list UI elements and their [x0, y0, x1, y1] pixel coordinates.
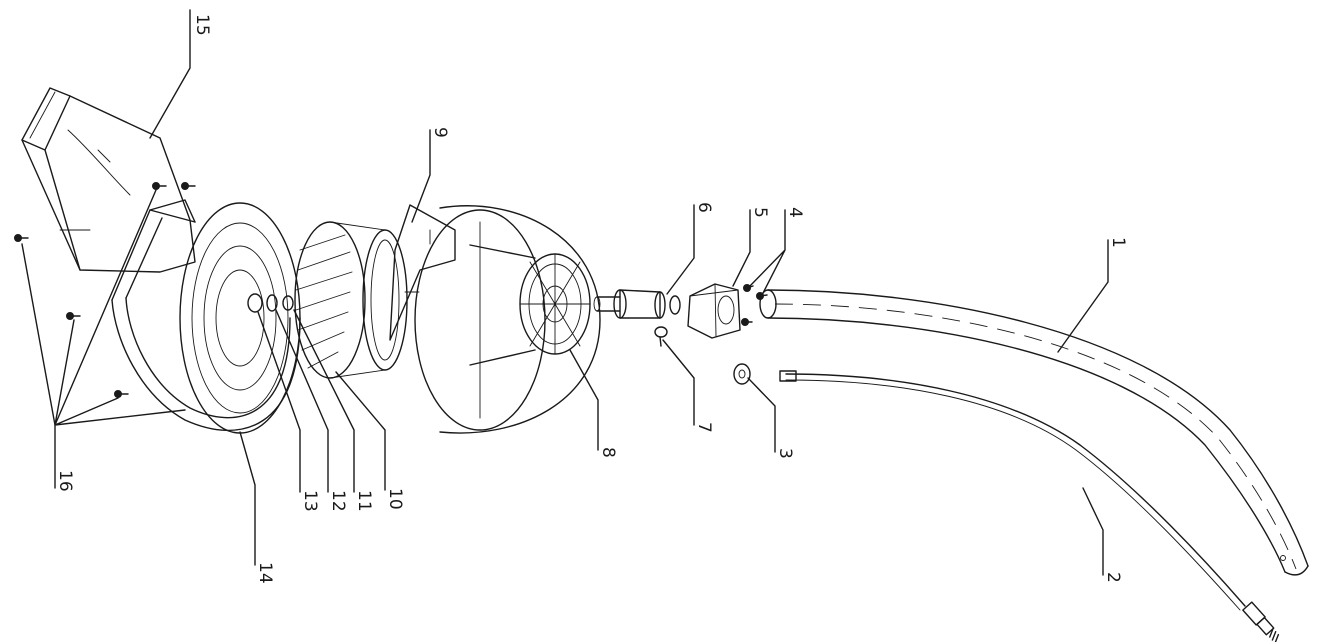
callout-2: 2 [1103, 572, 1123, 583]
part-volute-housing [111, 199, 301, 434]
callout-15: 15 [192, 14, 212, 36]
part-clamp-housing [687, 283, 741, 339]
callout-14: 14 [255, 562, 275, 584]
part-fan-cover [389, 204, 601, 434]
part-nut-washer-spacer [247, 293, 294, 313]
leader-lines [21, 9, 1109, 576]
part-hub [469, 244, 591, 366]
part-washer [733, 363, 751, 385]
callout-9: 9 [430, 127, 450, 138]
callout-labels: 1 2 3 4 5 6 7 8 9 10 11 12 13 14 15 16 [55, 14, 1128, 584]
callout-4: 4 [785, 207, 805, 218]
part-loose-screws [14, 182, 196, 398]
part-bearing [593, 289, 681, 319]
callout-3: 3 [775, 448, 795, 459]
callout-5: 5 [750, 207, 770, 218]
callout-12: 12 [328, 490, 348, 512]
part-discharge-nozzle [21, 87, 196, 273]
part-screws [741, 284, 768, 326]
callout-6: 6 [694, 202, 714, 213]
part-shaft-tube [759, 289, 1309, 576]
callout-13: 13 [300, 490, 320, 512]
callout-7: 7 [694, 422, 714, 433]
part-impeller [294, 221, 408, 379]
callout-8: 8 [598, 447, 618, 458]
callout-16: 16 [55, 470, 75, 492]
callout-1: 1 [1108, 237, 1128, 248]
part-drive-cable [779, 370, 1280, 642]
callout-11: 11 [354, 490, 374, 512]
callout-10: 10 [385, 488, 405, 510]
part-small-screw [654, 326, 668, 347]
